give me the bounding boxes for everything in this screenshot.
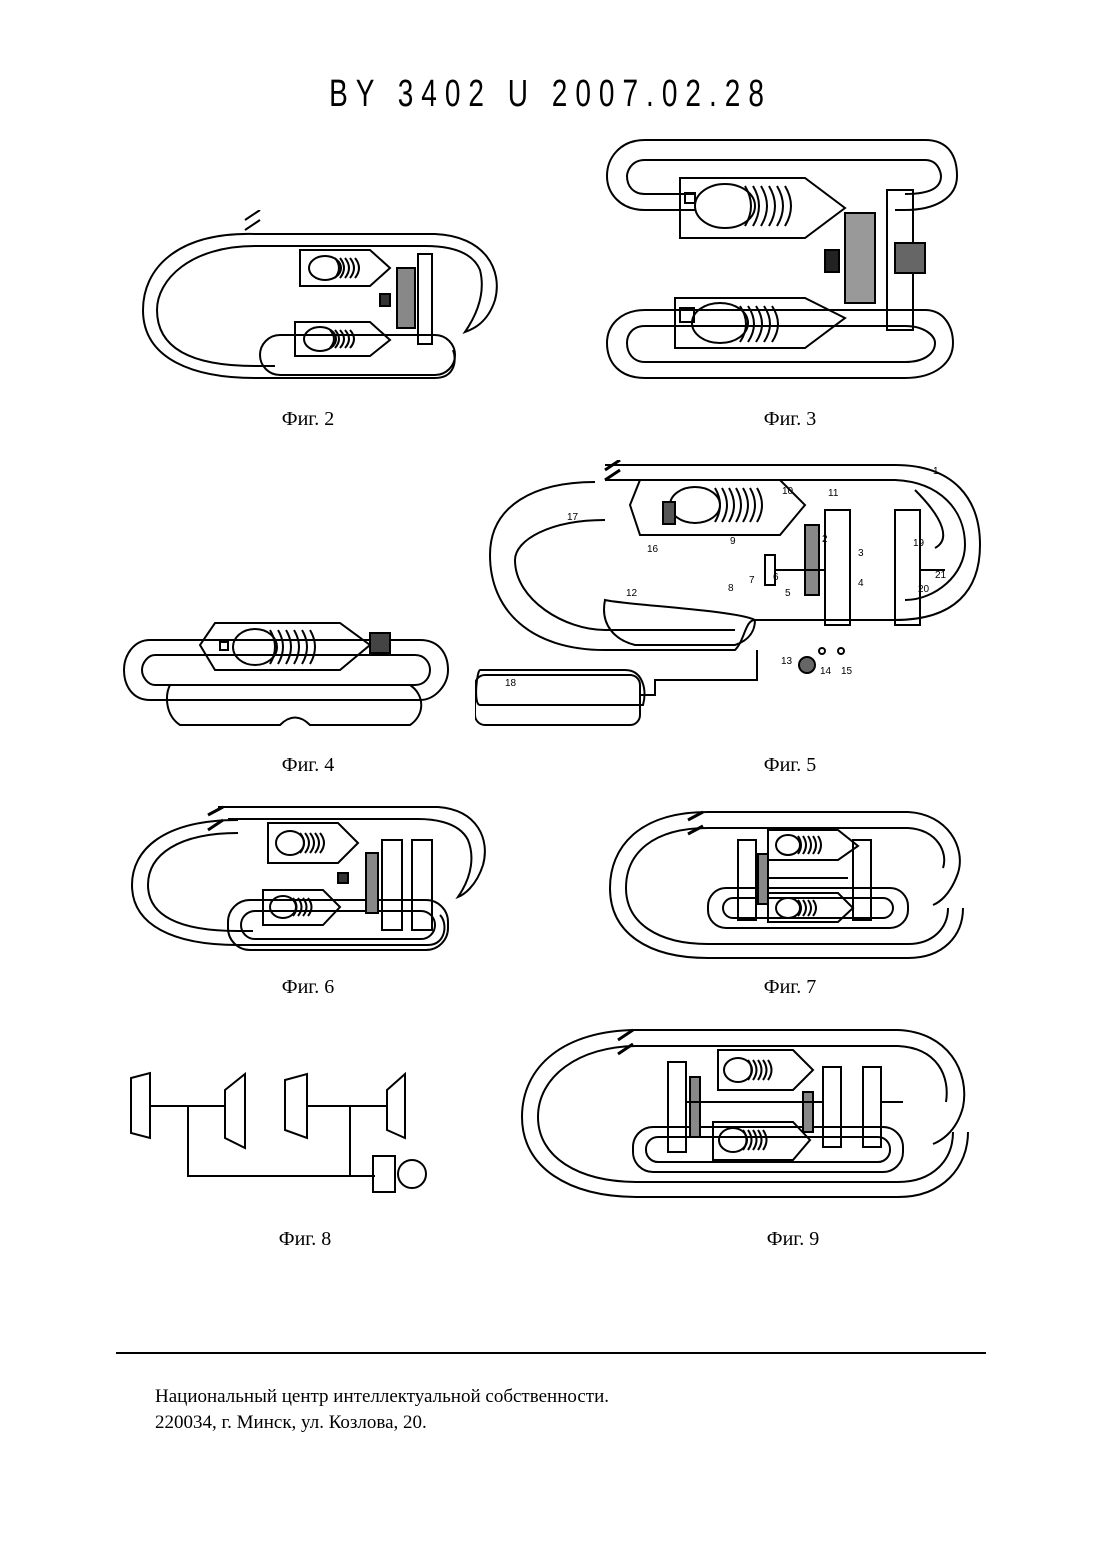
figure-5-label-19: 19 (913, 538, 924, 549)
figure-5-label-14: 14 (820, 666, 831, 677)
footer-organization: Национальный центр интеллектуальной собс… (155, 1384, 609, 1410)
figure-5-label-2: 2 (822, 534, 828, 545)
figure-9-caption: Фиг. 9 (693, 1228, 893, 1251)
figure-3-caption: Фиг. 3 (690, 408, 890, 431)
figure-8-caption: Фиг. 8 (205, 1228, 405, 1251)
figure-5-label-7: 7 (749, 575, 755, 586)
figure-4-drawing (120, 615, 450, 730)
footer-divider (116, 1352, 986, 1354)
figure-4-caption: Фиг. 4 (208, 754, 408, 777)
figure-5-label-4: 4 (858, 578, 864, 589)
figure-5-label-11: 11 (828, 488, 838, 499)
figure-5-label-10: 10 (782, 486, 793, 497)
figure-2-caption: Фиг. 2 (208, 408, 408, 431)
figure-5-label-18: 18 (505, 678, 516, 689)
figure-5-label-5: 5 (785, 588, 791, 599)
figure-5-label-20: 20 (918, 584, 929, 595)
figure-5-label-8: 8 (728, 583, 734, 594)
figure-5-label-15: 15 (841, 666, 852, 677)
figure-5-label-17: 17 (567, 512, 578, 523)
figure-5-label-6: 6 (773, 572, 779, 583)
figure-9-drawing (518, 1022, 973, 1202)
figure-2-drawing (135, 210, 510, 390)
figure-5-label-21: 21 (935, 570, 946, 581)
figure-5-label-1: 1 (933, 466, 939, 477)
figure-3-drawing (605, 138, 960, 383)
figure-5-label-13: 13 (781, 656, 792, 667)
document-header: BY 3402 U 2007.02.28 (0, 72, 1101, 115)
figure-5-label-3: 3 (858, 548, 864, 559)
figure-5-drawing: 1 2 3 4 5 6 7 8 9 10 11 12 13 14 15 16 1… (475, 460, 985, 730)
figure-7-drawing (608, 808, 968, 963)
figure-5-label-9: 9 (730, 536, 736, 547)
footer-address: 220034, г. Минск, ул. Козлова, 20. (155, 1410, 609, 1436)
figure-5-label-12: 12 (626, 588, 637, 599)
figure-7-caption: Фиг. 7 (690, 976, 890, 999)
figure-6-drawing (128, 805, 493, 965)
figure-5-label-16: 16 (647, 544, 658, 555)
figure-8-drawing (125, 1068, 435, 1198)
figure-6-caption: Фиг. 6 (208, 976, 408, 999)
footer: Национальный центр интеллектуальной собс… (155, 1384, 609, 1436)
figure-5-caption: Фиг. 5 (690, 754, 890, 777)
